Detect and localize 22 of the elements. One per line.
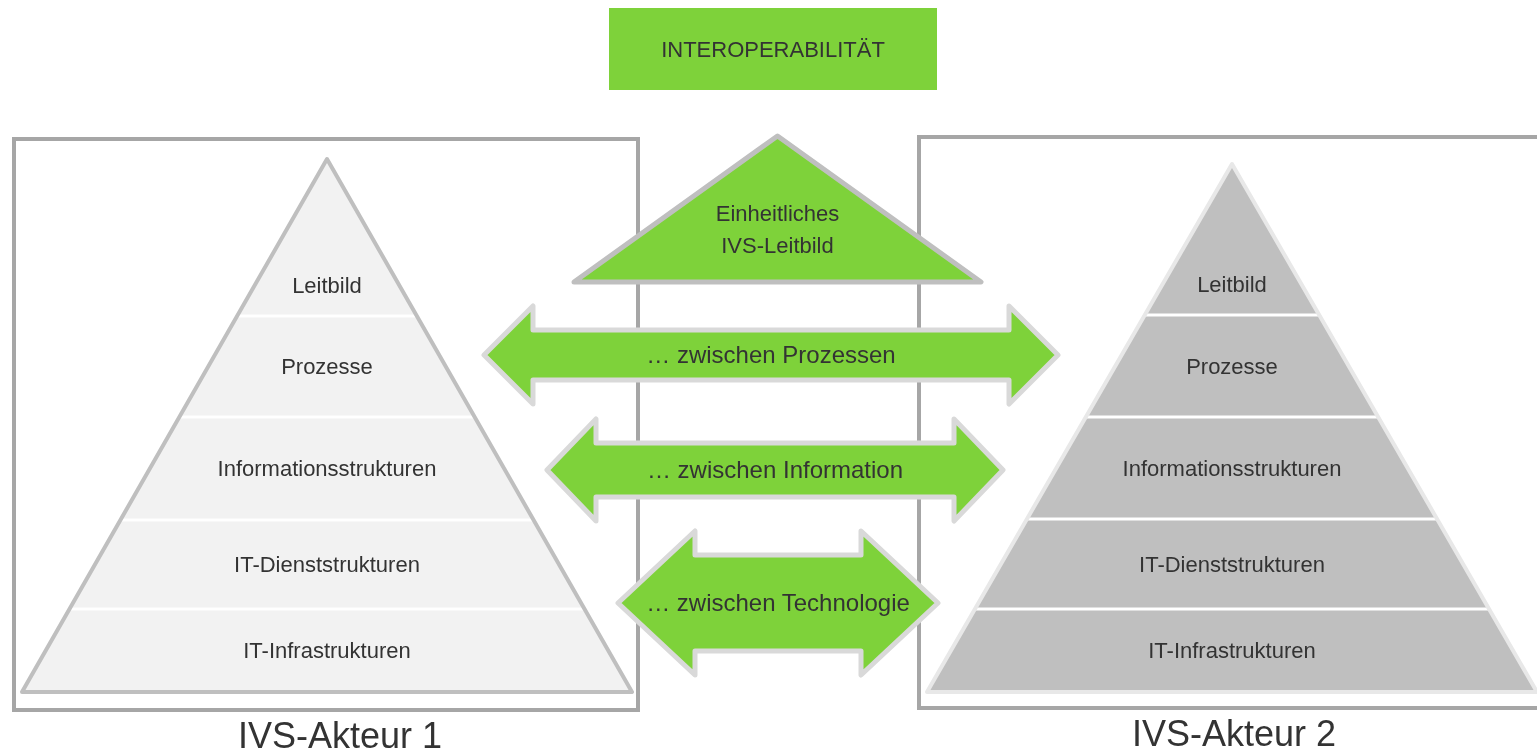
shape-label: Leitbild	[292, 272, 362, 300]
shape-label: IT-Infrastrukturen	[243, 637, 411, 665]
shape-label: Informationsstrukturen	[1122, 454, 1342, 483]
shape-label: … zwischen Information	[646, 455, 904, 485]
shape-label: IT-Dienststrukturen	[234, 551, 420, 579]
title-box	[609, 8, 937, 90]
shape-label: Einheitliches IVS-Leitbild	[714, 200, 841, 260]
shape-label: INTEROPERABILITÄT	[661, 35, 885, 64]
shape-label: … zwischen Prozessen	[646, 340, 896, 370]
actor-caption: IVS-Akteur 2	[1131, 716, 1337, 751]
shape-label: Leitbild	[1197, 271, 1267, 299]
shape-label: Prozesse	[1186, 352, 1278, 381]
actor-caption: IVS-Akteur 1	[237, 718, 443, 751]
double-arrow-shape	[615, 528, 941, 678]
shape-label: IT-Dienststrukturen	[1139, 550, 1325, 579]
double-arrow-shape	[544, 416, 1006, 524]
shape-label: Prozesse	[281, 353, 373, 381]
shape-label: Informationsstrukturen	[217, 455, 437, 483]
double-arrow-shape	[481, 303, 1061, 407]
triangle-shape	[570, 132, 985, 286]
shape-label: IT-Infrastrukturen	[1148, 637, 1316, 665]
shape-label: … zwischen Technologie	[646, 588, 910, 618]
